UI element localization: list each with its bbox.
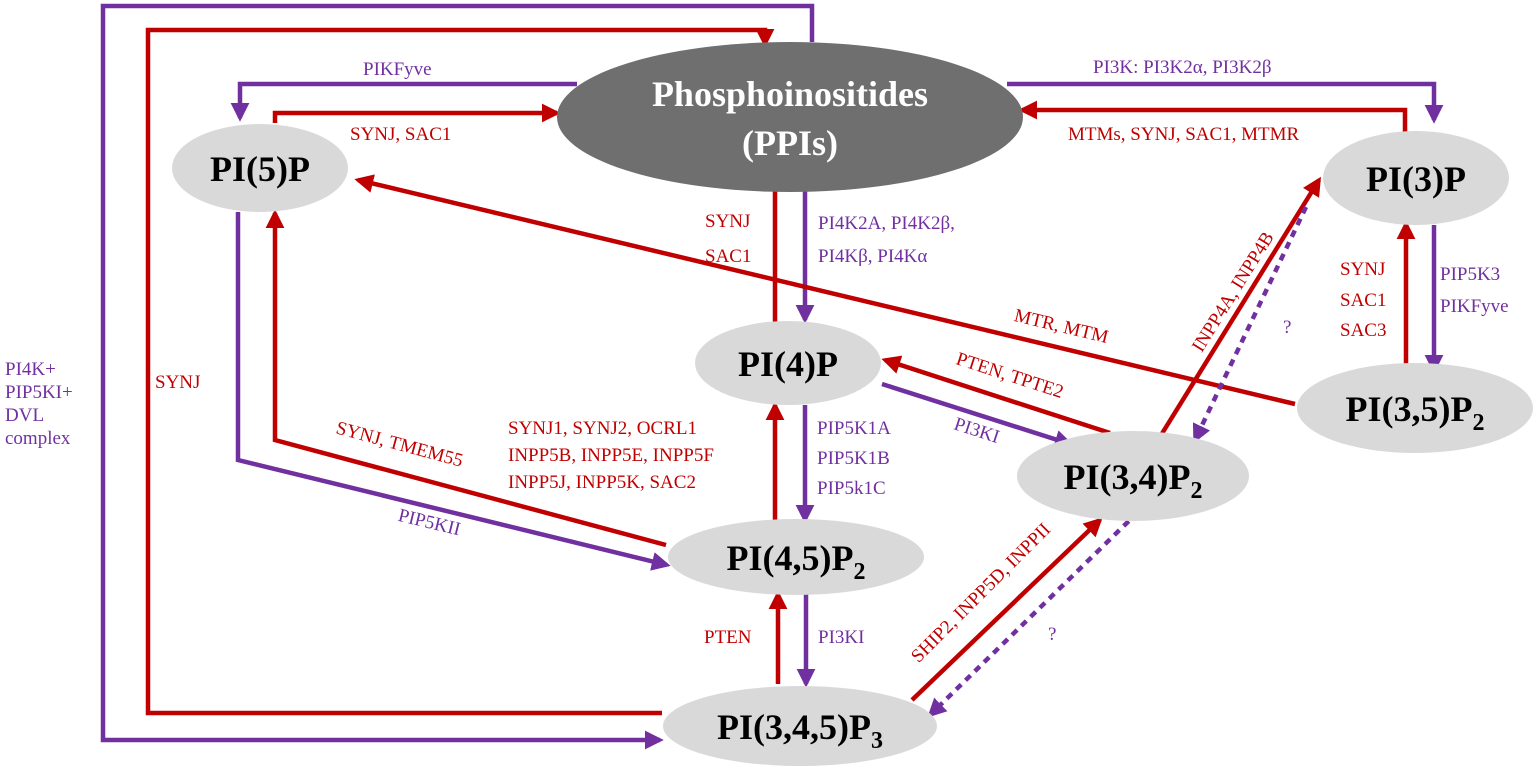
label-synj-group-2: INPP5B, INPP5E, INPP5F bbox=[508, 445, 714, 466]
arrow-synj-tmem55 bbox=[265, 209, 667, 548]
arrow-mtms bbox=[1018, 100, 1408, 133]
node-pi45p2-sub: 2 bbox=[853, 559, 865, 585]
label-pip5k1c: PIP5k1C bbox=[817, 478, 886, 499]
arrow-pi3ki-mid bbox=[881, 381, 1074, 449]
node-pi35p2-main: PI(3,5)P bbox=[1346, 389, 1473, 429]
arrow-synj-sac1-to-hub bbox=[272, 103, 561, 123]
hub-title: Phosphoinositides bbox=[652, 74, 928, 114]
node-pi34p2: PI(3,4)P2 bbox=[1017, 431, 1249, 521]
node-pi35p2-label: PI(3,5)P2 bbox=[1346, 389, 1485, 436]
label-sac1-pi3p: SAC1 bbox=[1340, 290, 1386, 311]
node-pi35p2-ellipse bbox=[1297, 363, 1533, 453]
label-mtms: MTMs, SYNJ, SAC1, MTMR bbox=[1068, 124, 1300, 145]
label-synj-hub: SYNJ bbox=[705, 211, 750, 232]
label-synj-sac1-top: SYNJ, SAC1 bbox=[350, 124, 451, 145]
arrow-pip5kii bbox=[235, 212, 671, 571]
arrow-synj-loop bbox=[145, 27, 775, 716]
node-pi5p: PI(5)P bbox=[172, 124, 348, 212]
node-pi45p2-ellipse bbox=[668, 519, 924, 595]
label-complex-2: PIP5KI+ bbox=[5, 382, 73, 403]
node-pi3p-ellipse bbox=[1323, 131, 1509, 225]
label-complex-4: complex bbox=[5, 428, 71, 449]
arrow-pten-tpte2 bbox=[881, 355, 1111, 436]
node-pi345p3: PI(3,4,5)P3 bbox=[663, 686, 937, 766]
hub-ellipse bbox=[557, 42, 1023, 192]
node-pi45p2-label: PI(4,5)P2 bbox=[727, 538, 866, 585]
node-pi45p2-main: PI(4,5)P bbox=[727, 538, 854, 578]
label-sac3-pi3p: SAC3 bbox=[1340, 320, 1386, 341]
label-complex-3: DVL bbox=[5, 405, 44, 426]
node-pi4p: PI(4)P bbox=[695, 321, 881, 405]
node-pi35p2: PI(3,5)P2 bbox=[1297, 363, 1533, 453]
node-pi4p-ellipse bbox=[695, 321, 881, 405]
label-pip5k1a: PIP5K1A bbox=[817, 418, 891, 439]
node-pi4p-label: PI(4)P bbox=[738, 344, 838, 384]
label-pi3ki-bottom: PI3KI bbox=[818, 627, 864, 648]
node-pi45p2: PI(4,5)P2 bbox=[668, 519, 924, 595]
label-pi4k-line1: PI4K2A, PI4K2β, bbox=[818, 213, 955, 234]
node-pi34p2-ellipse bbox=[1017, 431, 1249, 521]
hub-node: Phosphoinositides (PPIs) bbox=[557, 42, 1023, 192]
label-sac1-hub: SAC1 bbox=[705, 246, 751, 267]
node-pi345p3-ellipse bbox=[663, 686, 937, 766]
label-q-lower: ? bbox=[1048, 624, 1056, 645]
hub-subtitle: (PPIs) bbox=[742, 123, 838, 163]
label-pten-tpte2: PTEN, TPTE2 bbox=[953, 349, 1066, 403]
label-synj-left: SYNJ bbox=[155, 372, 200, 393]
label-q-upper: ? bbox=[1283, 317, 1291, 338]
label-pip5k1b: PIP5K1B bbox=[817, 448, 890, 469]
label-ship2: SHIP2, INPP5D, INPPII bbox=[907, 519, 1055, 667]
node-pi35p2-sub: 2 bbox=[1472, 410, 1484, 436]
node-pi5p-ellipse bbox=[172, 124, 348, 212]
label-synj-pi3p: SYNJ bbox=[1340, 259, 1385, 280]
node-pi345p3-sub: 3 bbox=[871, 728, 883, 754]
node-pi34p2-main: PI(3,4)P bbox=[1064, 457, 1191, 497]
arrow-ship2 bbox=[910, 517, 1103, 702]
label-synj-group-3: INPP5J, INPP5K, SAC2 bbox=[508, 472, 696, 493]
arrow-mtr-mtm bbox=[354, 174, 1296, 407]
node-pi34p2-sub: 2 bbox=[1190, 478, 1202, 504]
label-pten-bottom: PTEN bbox=[704, 627, 752, 648]
node-pi3p-label: PI(3)P bbox=[1366, 159, 1466, 199]
arrow-pikfyve bbox=[230, 81, 577, 122]
arrow-pi34p2-to-pi345p3-dotted bbox=[927, 510, 1140, 718]
arrow-inpp4 bbox=[1156, 176, 1321, 442]
node-pi34p2-label: PI(3,4)P2 bbox=[1064, 457, 1203, 504]
node-pi345p3-label: PI(3,4,5)P3 bbox=[717, 707, 883, 754]
arrows bbox=[100, 3, 1444, 750]
label-pip5k3: PIP5K3 bbox=[1440, 264, 1500, 285]
label-synj-tmem55: SYNJ, TMEM55 bbox=[334, 418, 466, 472]
label-complex-1: PI4K+ bbox=[5, 359, 56, 380]
label-pi4k-line2: PI4Kβ, PI4Kα bbox=[818, 246, 927, 267]
label-pikfyve-right: PIKFyve bbox=[1440, 296, 1509, 317]
arrow-pi3p-to-pi34p2-dotted bbox=[1192, 206, 1309, 444]
arrow-pi3k bbox=[1007, 81, 1444, 124]
node-pi3p: PI(3)P bbox=[1323, 131, 1509, 225]
label-pi3k: PI3K: PI3K2α, PI3K2β bbox=[1093, 57, 1272, 78]
node-pi5p-label: PI(5)P bbox=[210, 149, 310, 189]
node-pi345p3-main: PI(3,4,5)P bbox=[717, 707, 871, 747]
label-synj-group-1: SYNJ1, SYNJ2, OCRL1 bbox=[508, 418, 697, 439]
arrow-complex-loop bbox=[100, 3, 815, 750]
label-pikfyve: PIKFyve bbox=[363, 59, 432, 80]
